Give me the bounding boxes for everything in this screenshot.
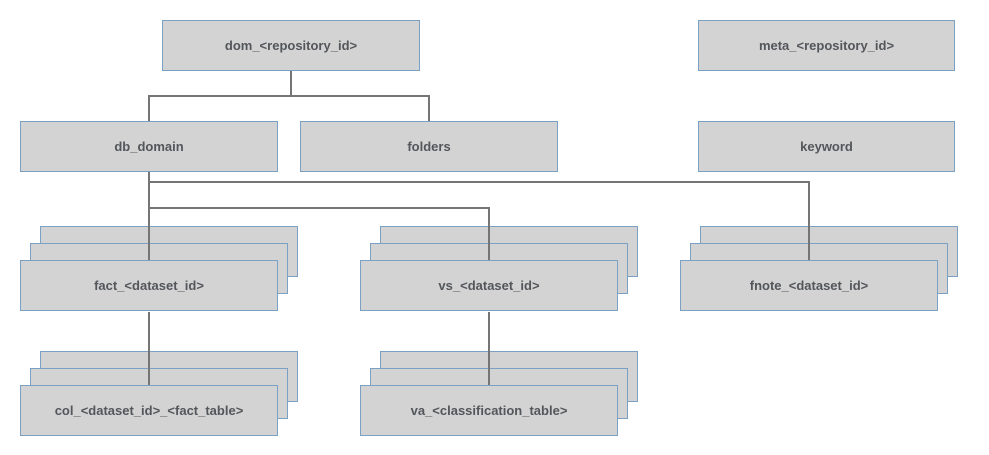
node-fact-label: fact_<dataset_id> — [94, 278, 204, 293]
connector-vs-to-va — [488, 312, 490, 385]
node-va-label: va_<classification_table> — [410, 403, 568, 418]
node-meta-label: meta_<repository_id> — [758, 38, 895, 53]
connector-db-branch-vs — [148, 207, 490, 209]
node-db-domain-label: db_domain — [114, 139, 184, 154]
node-vs-label: vs_<dataset_id> — [438, 278, 540, 293]
node-fact-dataset-id: fact_<dataset_id> — [20, 260, 278, 311]
node-keyword-label: keyword — [800, 139, 853, 154]
connector-fact-to-col — [148, 312, 150, 385]
node-folders: folders — [300, 121, 558, 172]
node-folders-label: folders — [407, 139, 451, 154]
node-dom-label: dom_<repository_id> — [224, 38, 358, 53]
node-meta-repository-id: meta_<repository_id> — [698, 20, 955, 71]
connector-db-branch-fnote — [148, 181, 810, 183]
connector-db-to-fact — [148, 172, 150, 260]
node-keyword: keyword — [698, 121, 955, 172]
node-fnote-label: fnote_<dataset_id> — [749, 278, 869, 293]
connector-to-vs — [488, 207, 490, 260]
node-vs-dataset-id: vs_<dataset_id> — [360, 260, 618, 311]
node-fnote-dataset-id: fnote_<dataset_id> — [680, 260, 938, 311]
connector-to-folders — [428, 96, 430, 122]
node-db-domain: db_domain — [20, 121, 278, 172]
node-va-classification-table: va_<classification_table> — [360, 385, 618, 436]
node-col-dataset-fact-table: col_<dataset_id>_<fact_table> — [20, 385, 278, 436]
connector-dom-drop — [290, 71, 292, 96]
connector-to-db-domain — [148, 96, 150, 122]
node-col-label: col_<dataset_id>_<fact_table> — [54, 403, 244, 418]
connector-to-fnote — [808, 181, 810, 260]
node-dom-repository-id: dom_<repository_id> — [162, 20, 420, 71]
connector-dom-branch — [148, 95, 430, 97]
